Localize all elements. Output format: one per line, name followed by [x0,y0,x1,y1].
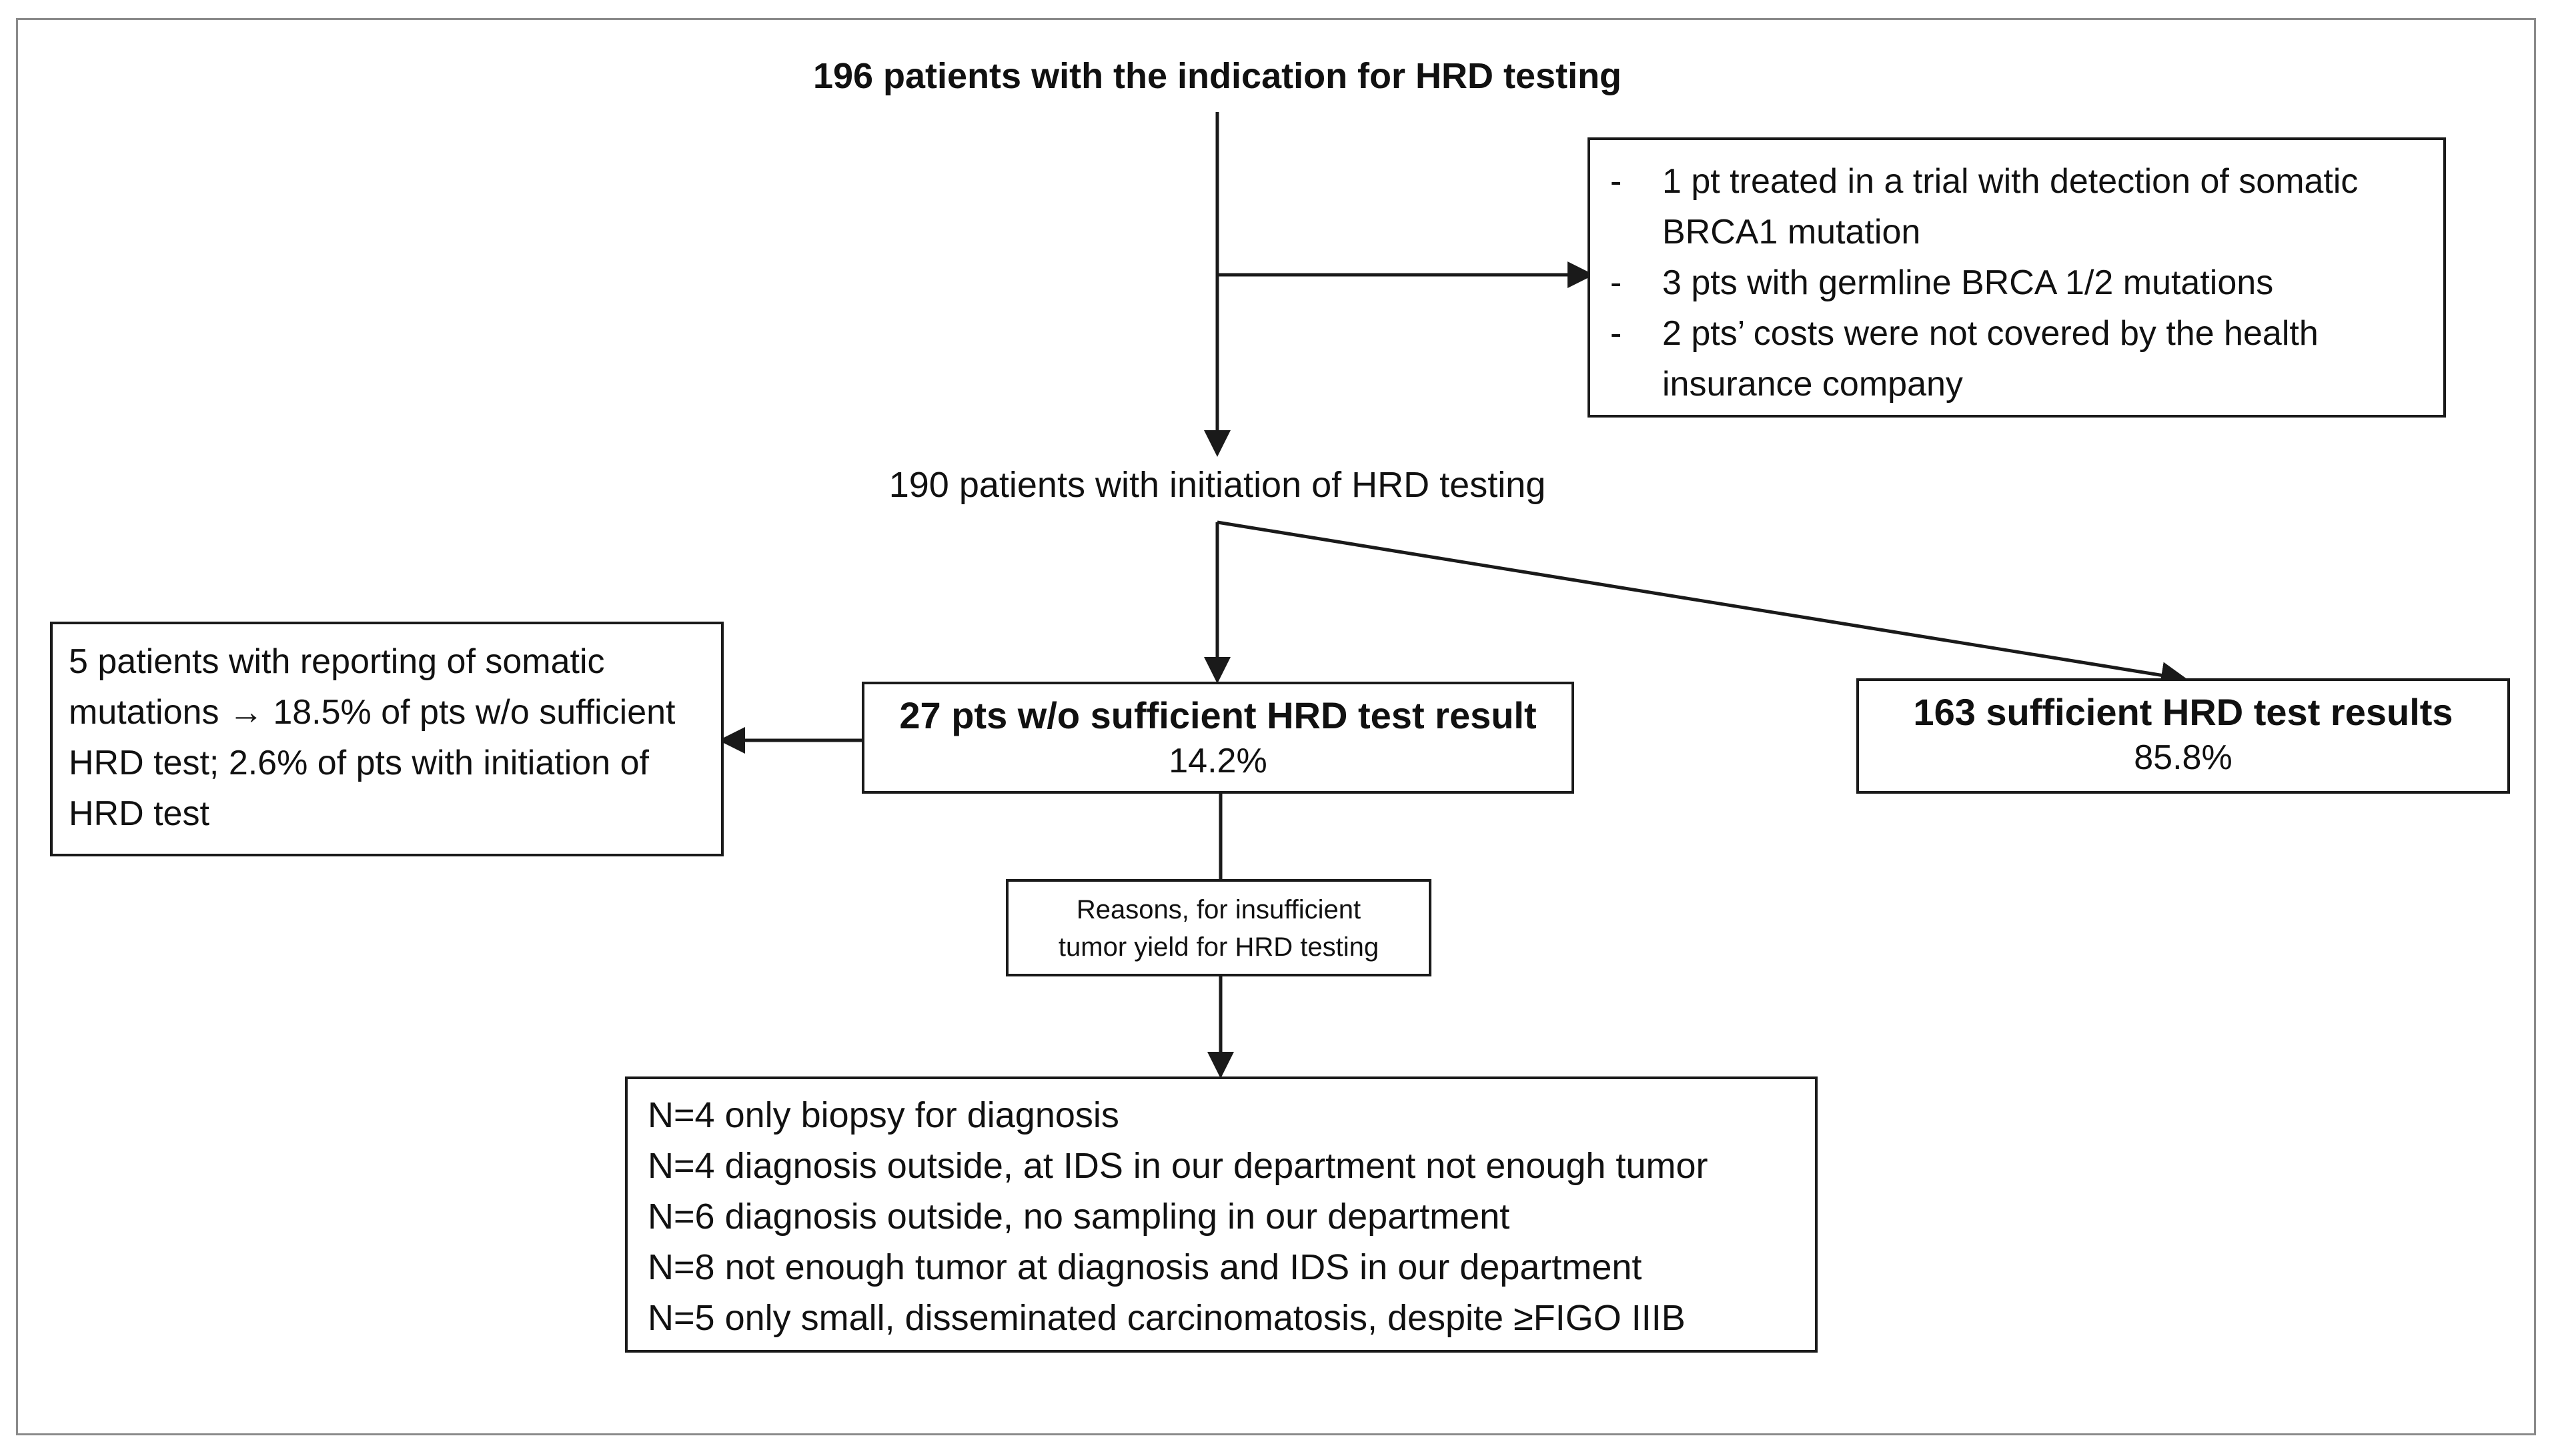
node-indication: 196 patients with the indication for HRD… [812,56,1622,96]
reason-item: N=4 diagnosis outside, at IDS in our dep… [648,1146,1708,1186]
reasons-label-line1: Reasons, for insufficient [1076,895,1361,924]
reason-item: N=5 only small, disseminated carcinomato… [648,1298,1686,1338]
reason-item: N=4 only biopsy for diagnosis [648,1095,1119,1135]
somatic-text: 5 patients with reporting of somatic mut… [69,642,676,833]
box-somatic-mutations: 5 patients with reporting of somatic mut… [50,622,724,856]
box-exclusions: 1 pt treated in a trial with detection o… [1587,137,2446,418]
sufficient-percent: 85.8% [2134,738,2232,777]
box-insufficient-results: 27 pts w/o sufficient HRD test result 14… [862,682,1574,794]
reasons-label-line2: tumor yield for HRD testing [1058,932,1379,962]
arrow-to-sufficient [1217,520,2188,689]
exclusion-item: 1 pt treated in a trial with detection o… [1604,156,2396,257]
exclusion-item: 2 pts’ costs were not covered by the hea… [1604,308,2416,410]
exclusion-list: 1 pt treated in a trial with detection o… [1604,156,2430,410]
box-reasons-label: Reasons, for insufficient tumor yield fo… [1006,879,1431,976]
insufficient-title: 27 pts w/o sufficient HRD test result [899,694,1537,736]
node-initiation: 190 patients with initiation of HRD test… [888,465,1546,505]
box-reasons-list: N=4 only biopsy for diagnosis N=4 diagno… [625,1076,1818,1353]
reason-item: N=8 not enough tumor at diagnosis and ID… [648,1247,1642,1287]
reason-item: N=6 diagnosis outside, no sampling in ou… [648,1197,1510,1237]
sufficient-title: 163 sufficient HRD test results [1913,691,2453,733]
box-sufficient-results: 163 sufficient HRD test results 85.8% [1856,678,2510,794]
figure-frame [16,18,2536,1435]
insufficient-percent: 14.2% [1169,742,1267,780]
exclusion-item: 3 pts with germline BRCA 1/2 mutations [1604,257,2430,308]
